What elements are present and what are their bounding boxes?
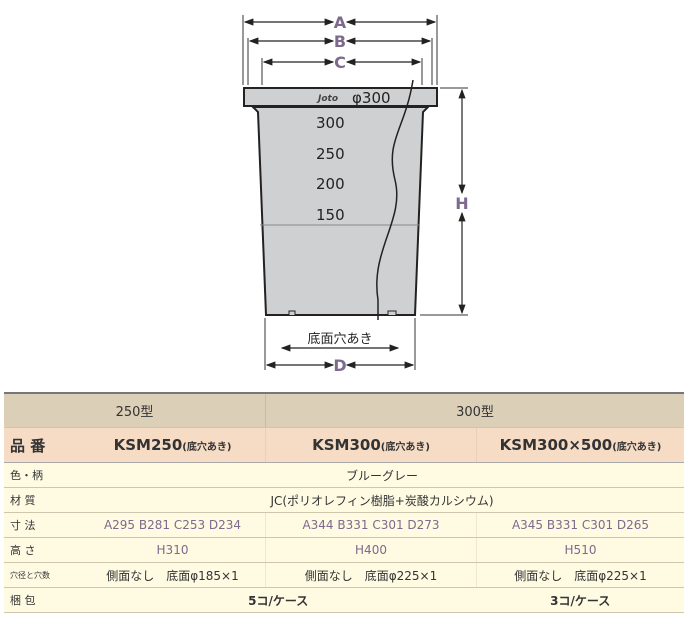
product-ksm300: KSM300(底穴あき) (265, 427, 477, 463)
size-value: A345 B331 C301 D265 (476, 512, 684, 538)
spec-table: 250型 300型 品 番 KSM250(底穴あき) KSM300(底穴あき) … (4, 392, 684, 613)
size-value: A344 B331 C301 D273 (265, 512, 477, 538)
height-value: H400 (265, 537, 477, 563)
bottom-hole-label: 底面穴あき (307, 331, 372, 347)
color-value: ブルーグレー (80, 462, 684, 488)
row-label-holes: 穴径と穴数 (4, 562, 80, 588)
dim-label-b: B (334, 32, 346, 51)
material-value: JC(ポリオレフィン樹脂+炭酸カルシウム) (80, 487, 684, 513)
mark-200: 200 (316, 175, 345, 193)
mark-150: 150 (316, 206, 345, 224)
mark-300: 300 (316, 114, 345, 132)
group-300: 300型 (265, 392, 684, 428)
row-label-color: 色・柄 (4, 462, 80, 488)
pack-value: 5コ/ケース (80, 587, 477, 613)
product-label: 品 番 (4, 427, 80, 463)
holes-value: 側面なし 底面φ185×1 (80, 562, 266, 588)
holes-value: 側面なし 底面φ225×1 (476, 562, 684, 588)
pot-dimension-diagram: A B C H D Joto φ300 300 250 200 150 底面穴あ… (242, 13, 469, 375)
dim-label-c: C (334, 53, 346, 72)
dim-label-a: A (334, 13, 347, 32)
row-label-size: 寸 法 (4, 512, 80, 538)
row-label-material: 材 質 (4, 487, 80, 513)
group-250: 250型 (4, 392, 266, 428)
brand-logo: Joto (316, 94, 338, 104)
height-value: H510 (476, 537, 684, 563)
dim-label-d: D (333, 356, 346, 375)
pot-rim (243, 87, 438, 107)
pack-value: 3コ/ケース (476, 587, 684, 613)
dim-label-h: H (455, 194, 468, 213)
lid-size: φ300 (352, 89, 391, 107)
height-value: H310 (80, 537, 266, 563)
mark-250: 250 (316, 145, 345, 163)
row-label-pack: 梱 包 (4, 587, 80, 613)
holes-value: 側面なし 底面φ225×1 (265, 562, 477, 588)
size-value: A295 B281 C253 D234 (80, 512, 266, 538)
product-ksm250: KSM250(底穴あき) (80, 427, 266, 463)
product-ksm300x500: KSM300×500(底穴あき) (476, 427, 684, 463)
row-label-height: 高 さ (4, 537, 80, 563)
